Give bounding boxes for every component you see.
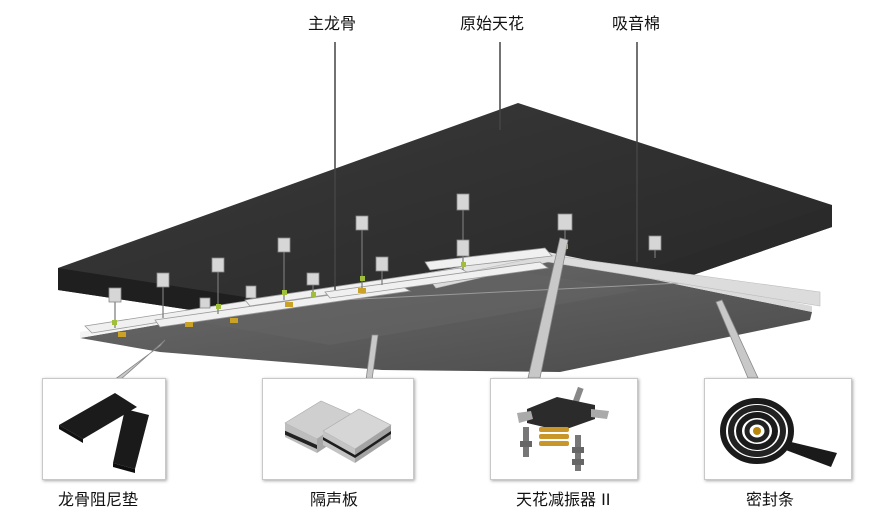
- insulation-board-image: [284, 400, 392, 463]
- pointer-lines: [112, 42, 759, 381]
- sealing-strip-image: [720, 398, 837, 467]
- main-keel-runners: [84, 247, 553, 334]
- inset-ceiling-damper: [490, 378, 638, 480]
- inset-sealing-strip: [704, 378, 852, 480]
- label-acoustic-wool: 吸音棉: [612, 14, 661, 33]
- damping-pad-image: [59, 393, 149, 473]
- label-sound-insulation-board: 隔声板: [310, 490, 359, 509]
- ceiling-damper-image: [517, 386, 609, 471]
- inset-keel-damping-pad: [42, 378, 166, 480]
- keel-damping-pads: [118, 288, 366, 337]
- label-keel-damping-pad: 龙骨阻尼垫: [58, 490, 139, 509]
- label-original-ceiling: 原始天花: [460, 14, 525, 33]
- label-ceiling-damper: 天花减振器 II: [516, 490, 611, 509]
- inset-sound-insulation-board: [262, 378, 414, 480]
- label-main-keel: 主龙骨: [308, 14, 357, 33]
- label-sealing-strip: 密封条: [746, 490, 795, 509]
